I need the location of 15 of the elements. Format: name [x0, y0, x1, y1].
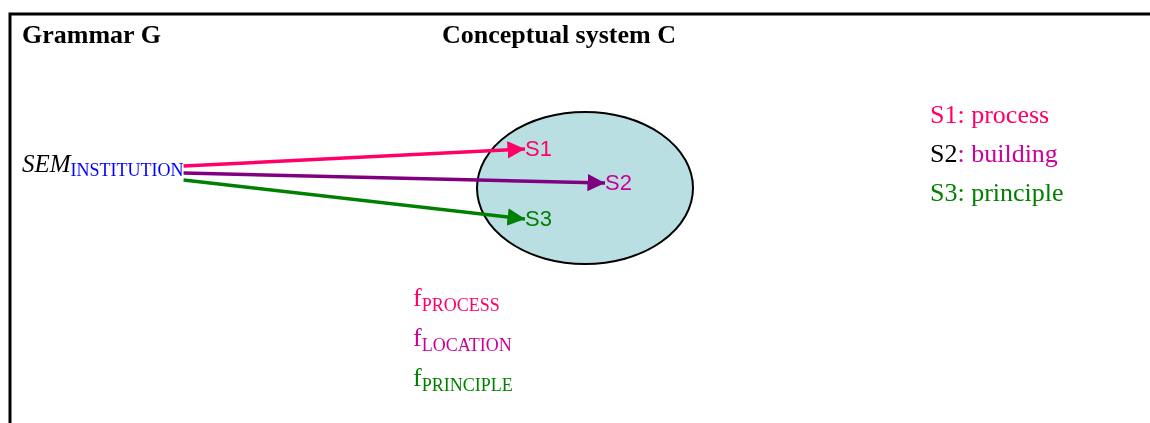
sense-key: S1: process — [930, 102, 1050, 128]
arrow — [183, 141, 526, 168]
function-label: f$_{PROCESS}$ — [413, 285, 500, 314]
arrow — [183, 171, 606, 192]
sense-label: S1 — [525, 138, 552, 160]
sense-key: S2: building — [930, 141, 1058, 167]
sense-label: S2 — [605, 172, 632, 194]
semantic-term: SEM$_{INSTITUTION}$ — [22, 150, 184, 181]
sense-label: S3 — [525, 208, 552, 230]
function-label: f$_{LOCATION}$ — [413, 325, 512, 354]
heading: Conceptual system C — [442, 22, 676, 48]
function-label: f$_{PRINCIPLE}$ — [413, 365, 513, 394]
arrow — [183, 178, 526, 226]
heading: Grammar G — [22, 22, 161, 48]
sense-key: S3: principle — [930, 180, 1064, 206]
